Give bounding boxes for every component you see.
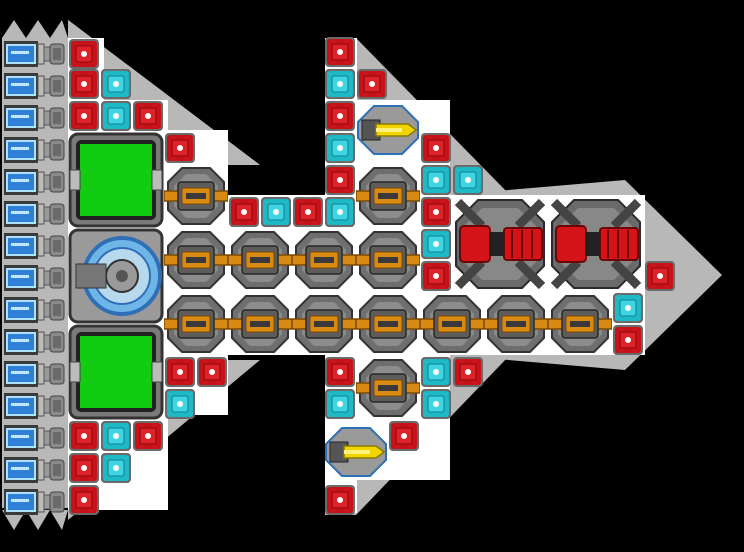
engine-column — [3, 40, 65, 516]
cyan-power-block[interactable] — [100, 100, 132, 132]
engine-icon[interactable] — [3, 168, 65, 196]
engine-icon[interactable] — [3, 392, 65, 420]
red-armor-block[interactable] — [324, 164, 356, 196]
red-armor-block[interactable] — [420, 260, 452, 292]
cannon-turret[interactable] — [164, 231, 228, 289]
red-armor-block[interactable] — [68, 38, 100, 70]
red-armor-block[interactable] — [324, 484, 356, 516]
cannon-turret[interactable] — [164, 167, 228, 225]
cyan-power-block[interactable] — [100, 452, 132, 484]
red-armor-block[interactable] — [324, 36, 356, 68]
cannon-turret[interactable] — [484, 295, 548, 353]
cannon-turret[interactable] — [548, 295, 612, 353]
cyan-power-block[interactable] — [324, 132, 356, 164]
engine-icon[interactable] — [3, 104, 65, 132]
engine-icon[interactable] — [3, 328, 65, 356]
cannon-turret[interactable] — [228, 295, 292, 353]
cyan-power-block[interactable] — [452, 164, 484, 196]
red-armor-block[interactable] — [164, 356, 196, 388]
red-armor-block[interactable] — [612, 324, 644, 356]
cyan-power-block[interactable] — [612, 292, 644, 324]
heavy-cannon[interactable] — [456, 200, 544, 288]
missile-launcher[interactable] — [357, 105, 419, 155]
engine-icon[interactable] — [3, 264, 65, 292]
red-armor-block[interactable] — [228, 196, 260, 228]
red-armor-block[interactable] — [324, 100, 356, 132]
cannon-turret[interactable] — [356, 295, 420, 353]
cyan-power-block[interactable] — [420, 388, 452, 420]
red-armor-block[interactable] — [68, 484, 100, 516]
engine-icon[interactable] — [3, 296, 65, 324]
engine-icon[interactable] — [3, 360, 65, 388]
red-armor-block[interactable] — [132, 100, 164, 132]
radar-dish[interactable] — [68, 228, 164, 324]
heavy-cannon[interactable] — [552, 200, 640, 288]
engine-icon[interactable] — [3, 136, 65, 164]
cyan-power-block[interactable] — [164, 388, 196, 420]
cyan-power-block[interactable] — [324, 388, 356, 420]
cannon-turret[interactable] — [292, 231, 356, 289]
engine-icon[interactable] — [3, 424, 65, 452]
red-armor-block[interactable] — [388, 420, 420, 452]
green-core-top[interactable] — [68, 132, 164, 228]
cannon-turret[interactable] — [164, 295, 228, 353]
engine-icon[interactable] — [3, 200, 65, 228]
engine-icon[interactable] — [3, 40, 65, 68]
red-armor-block[interactable] — [196, 356, 228, 388]
red-armor-block[interactable] — [68, 420, 100, 452]
engine-icon[interactable] — [3, 232, 65, 260]
cannon-turret[interactable] — [292, 295, 356, 353]
cannon-turret[interactable] — [356, 359, 420, 417]
red-armor-block[interactable] — [356, 68, 388, 100]
red-armor-block[interactable] — [452, 356, 484, 388]
cannon-turret[interactable] — [228, 231, 292, 289]
red-armor-block[interactable] — [420, 196, 452, 228]
cyan-power-block[interactable] — [420, 228, 452, 260]
cyan-power-block[interactable] — [100, 68, 132, 100]
red-armor-block[interactable] — [324, 356, 356, 388]
cannon-turret[interactable] — [356, 231, 420, 289]
missile-launcher[interactable] — [325, 427, 387, 477]
red-armor-block[interactable] — [68, 68, 100, 100]
cyan-power-block[interactable] — [100, 420, 132, 452]
cannon-turret[interactable] — [420, 295, 484, 353]
cyan-power-block[interactable] — [324, 68, 356, 100]
cannon-turret[interactable] — [356, 167, 420, 225]
cyan-power-block[interactable] — [260, 196, 292, 228]
red-armor-block[interactable] — [164, 132, 196, 164]
engine-icon[interactable] — [3, 488, 65, 516]
engine-icon[interactable] — [3, 456, 65, 484]
cyan-power-block[interactable] — [324, 196, 356, 228]
red-armor-block[interactable] — [420, 132, 452, 164]
engine-icon[interactable] — [3, 72, 65, 100]
green-core-bottom[interactable] — [68, 324, 164, 420]
red-armor-block[interactable] — [68, 100, 100, 132]
cyan-power-block[interactable] — [420, 356, 452, 388]
red-armor-block[interactable] — [292, 196, 324, 228]
red-armor-block[interactable] — [644, 260, 676, 292]
red-armor-block[interactable] — [68, 452, 100, 484]
cyan-power-block[interactable] — [420, 164, 452, 196]
red-armor-block[interactable] — [132, 420, 164, 452]
